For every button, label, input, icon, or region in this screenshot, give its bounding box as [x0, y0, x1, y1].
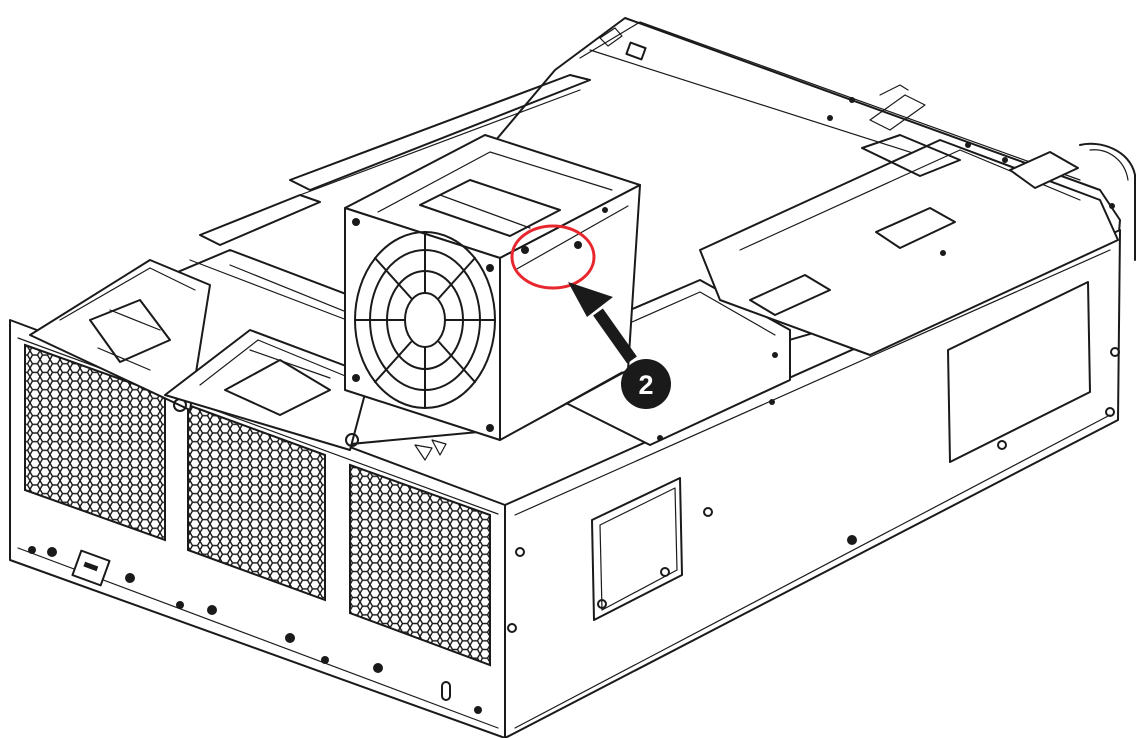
front-screw — [28, 546, 36, 554]
step-number: 2 — [638, 370, 653, 400]
front-screw — [47, 547, 57, 557]
side-screw — [660, 567, 670, 577]
psu-vent-slot — [875, 207, 956, 249]
side-window-small — [591, 477, 683, 621]
push-arrow — [568, 282, 637, 364]
front-grille-left — [24, 343, 166, 542]
side-screw — [703, 507, 713, 517]
fan-module — [344, 134, 641, 441]
front-slot — [441, 681, 451, 701]
fan-guard — [354, 231, 496, 409]
highlight-circle — [510, 224, 596, 290]
front-screw — [207, 605, 217, 615]
front-screw — [125, 573, 135, 583]
psu-handle-slot — [1009, 151, 1079, 189]
front-grille-right — [349, 463, 491, 667]
front-screw — [373, 663, 383, 673]
drive-vent-slot — [749, 274, 831, 316]
fan-pin — [574, 241, 582, 249]
front-grille-center — [187, 403, 326, 602]
front-screw — [285, 633, 295, 643]
side-screw — [597, 599, 607, 609]
side-screw — [507, 623, 517, 633]
front-screw — [321, 656, 329, 664]
top-rail — [289, 74, 591, 191]
front-screw — [474, 706, 482, 714]
side-screw — [997, 440, 1007, 450]
side-screw — [1105, 407, 1115, 417]
cover-latch — [625, 41, 647, 61]
side-window-large — [947, 281, 1091, 463]
side-screw — [515, 547, 525, 557]
fan-pin — [521, 246, 529, 254]
installed-fan-left — [29, 259, 211, 412]
step-callout: 2 — [621, 359, 671, 409]
step-badge — [621, 359, 671, 409]
side-screw — [1110, 347, 1120, 357]
side-screw — [847, 535, 857, 545]
front-screw — [176, 601, 184, 609]
